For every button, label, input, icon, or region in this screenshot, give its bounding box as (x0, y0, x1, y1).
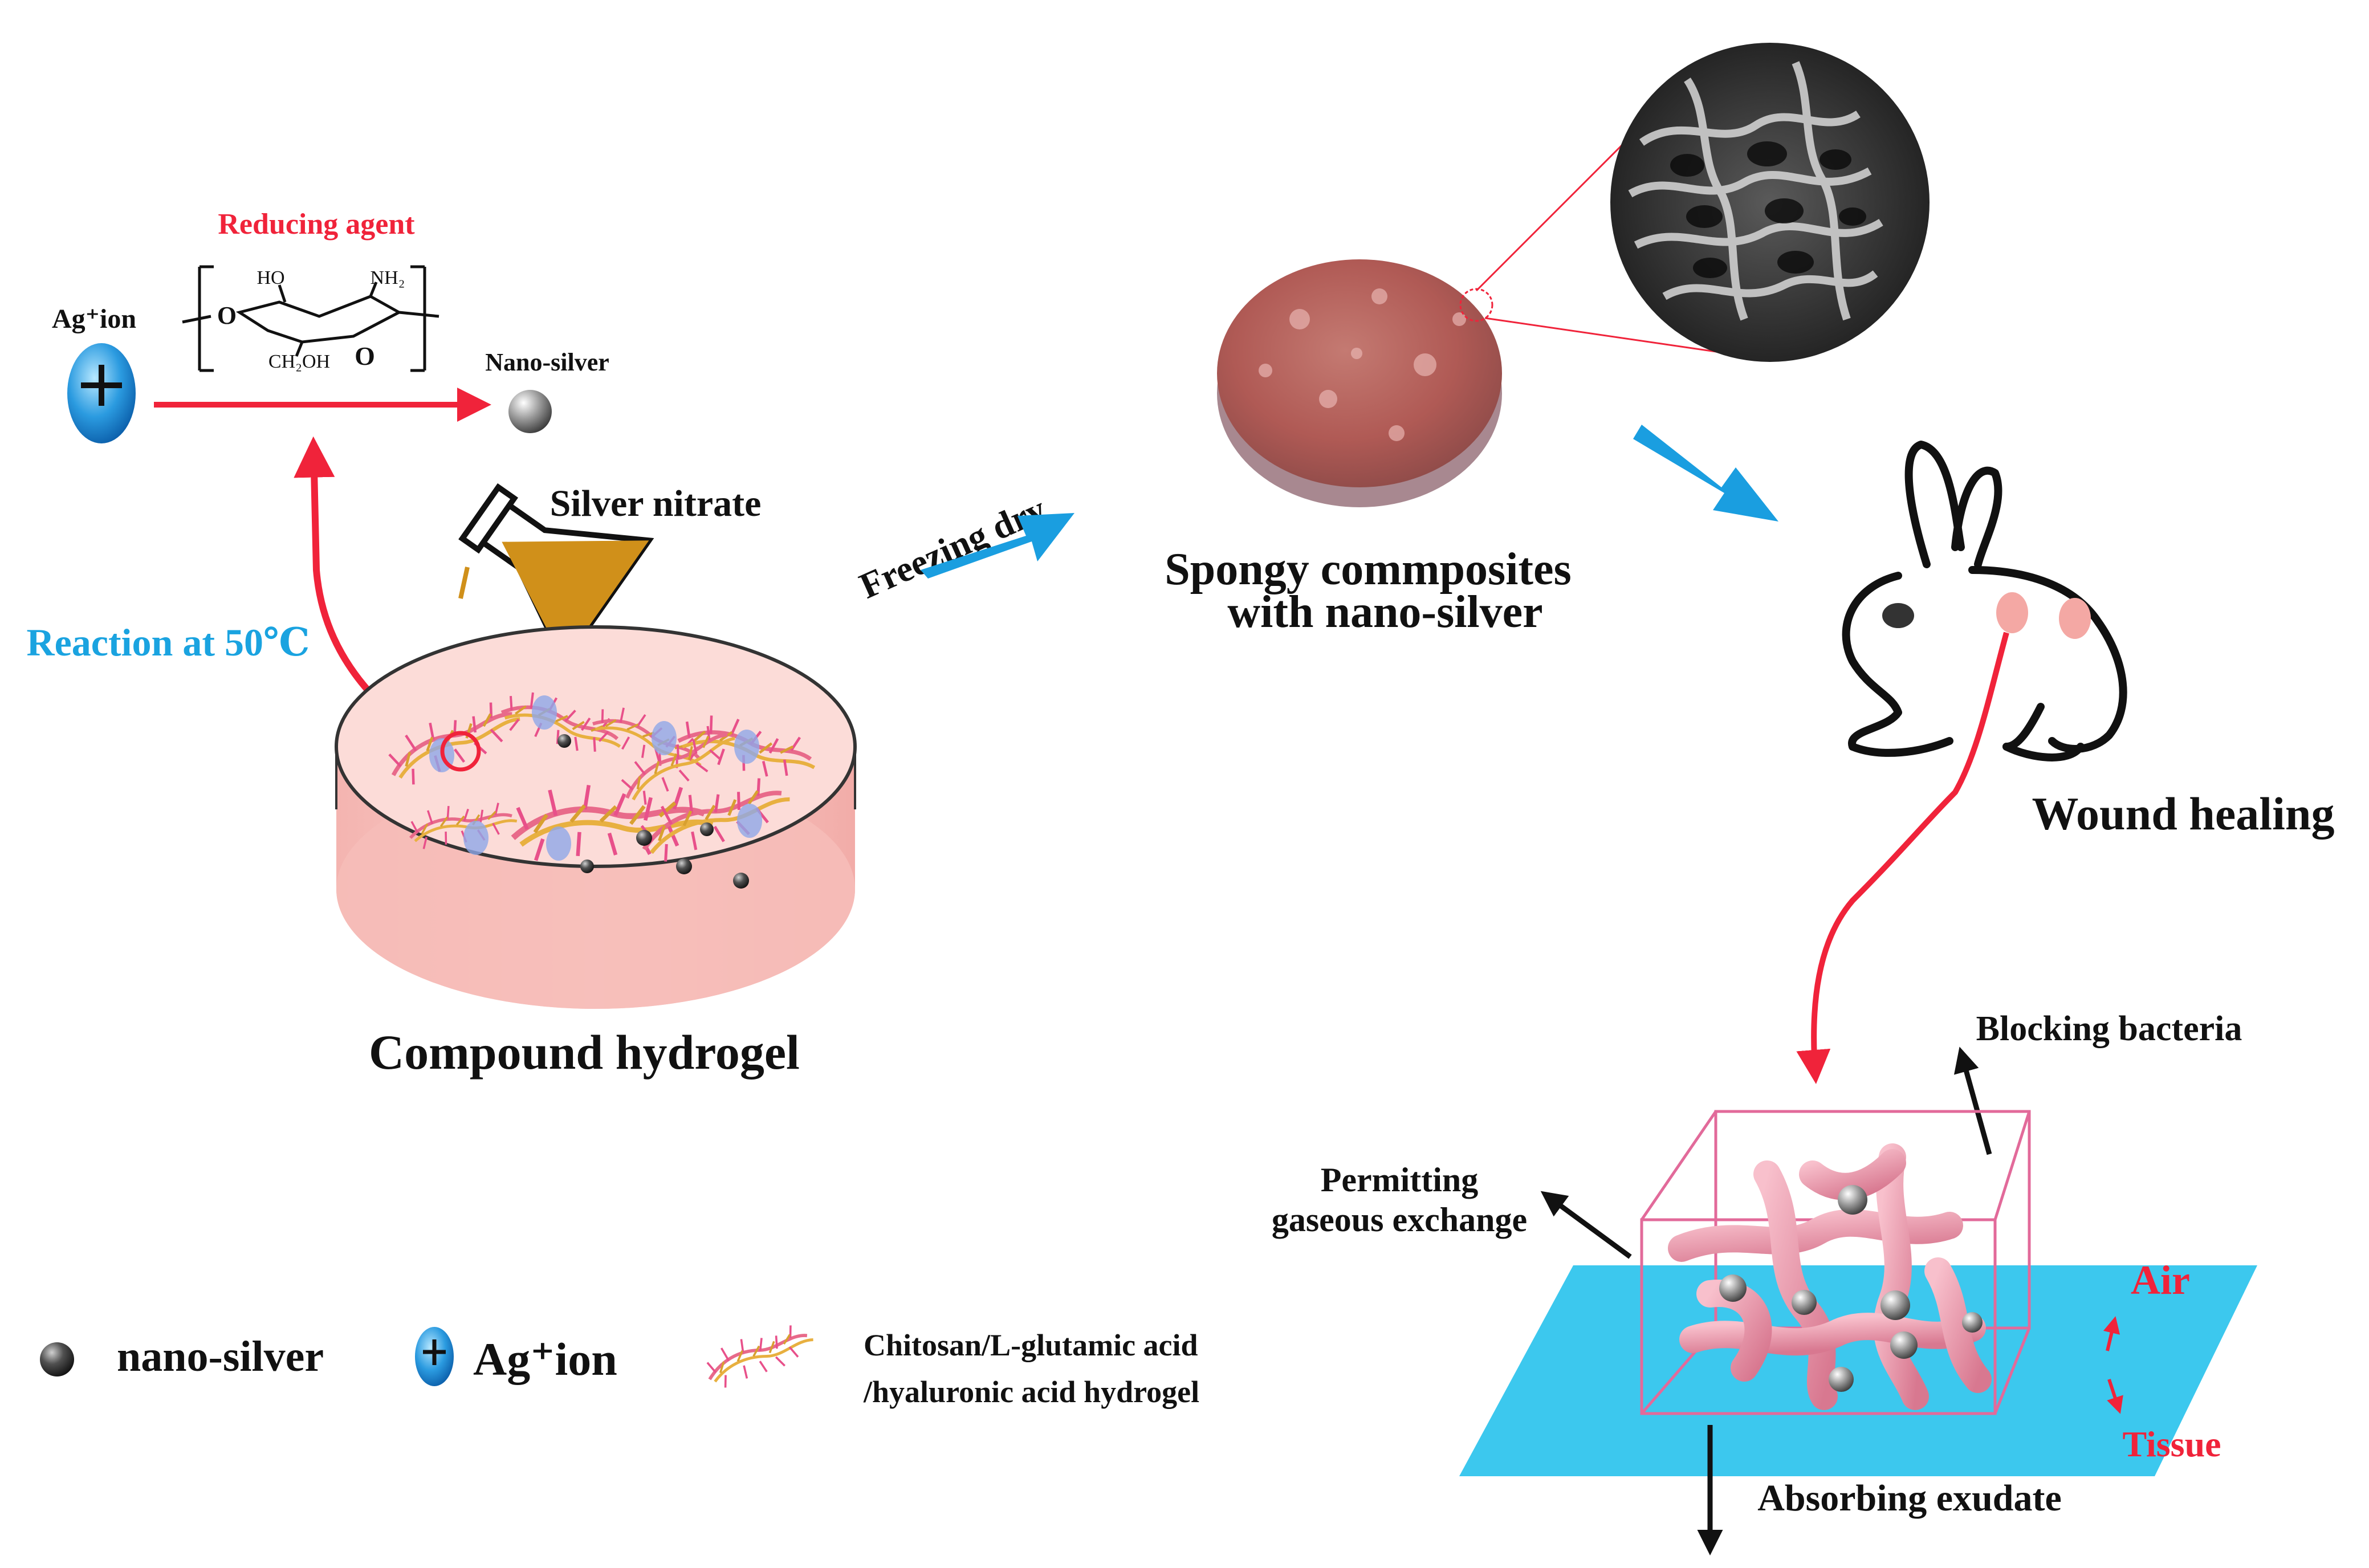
legend-nano-silver-label: nano-silver (117, 1333, 324, 1380)
sponge-disk (1217, 259, 1502, 507)
freezing-dry-label: Freezing dry (853, 488, 1052, 606)
wound-healing-label: Wound healing (2032, 788, 2335, 840)
chitosan-structure (182, 265, 439, 372)
rabbit-to-scaffold-arrow (1796, 632, 2009, 1084)
rabbit-wound-2 (2059, 598, 2091, 639)
legend-ag-ion-label: Ag⁺ion (473, 1333, 617, 1385)
legend-hydrogel-line1: Chitosan/L-glutamic acid (864, 1328, 1198, 1362)
dish-nano-silver (557, 734, 749, 889)
rabbit-icon (1842, 441, 2127, 761)
dish-ions (429, 695, 762, 861)
reaction-site-circle (440, 731, 481, 772)
freezing-blue-arrow (921, 513, 1074, 579)
to-rabbit-blue-arrow (1633, 425, 1778, 522)
rabbit-wound-1 (1996, 592, 2028, 633)
chem-ring-o-label: O (355, 341, 375, 370)
tissue-label: Tissue (2122, 1424, 2221, 1464)
compound-hydrogel-label: Compound hydrogel (369, 1025, 800, 1080)
ag-ion-top-label: Ag⁺ion (52, 304, 136, 334)
blocking-bacteria-label: Blocking bacteria (1976, 1009, 2242, 1048)
absorbing-exudate-label: Absorbing exudate (1757, 1477, 2062, 1519)
tissue-arrow (2107, 1379, 2123, 1414)
legend: nano-silver Ag⁺ion Chitosan/L-glutamic a… (40, 1314, 1199, 1409)
spongy-label-line2: with nano-silver (1227, 587, 1542, 637)
zoom-line-top (1475, 124, 1643, 292)
legend-hydrogel-line2: /hyaluronic acid hydrogel (863, 1375, 1199, 1409)
rabbit-eye (1882, 603, 1914, 628)
reducing-agent-label: Reducing agent (218, 208, 415, 241)
air-tissue-plane (1459, 1265, 2257, 1476)
permitting-label-line2: gaseous exchange (1272, 1201, 1527, 1239)
gas-exchange-arrow (1540, 1191, 1632, 1259)
chem-nh2-label: NH₂ (371, 267, 405, 288)
flask-icon (458, 483, 654, 668)
permitting-label-line1: Permitting (1321, 1161, 1479, 1199)
legend-plus-ion-icon (415, 1327, 454, 1386)
scaffold-nano-silver (1719, 1185, 1983, 1392)
chem-o-label: O (217, 302, 237, 329)
spongy-label-line1: Spongy commposites (1165, 544, 1571, 594)
nano-sphere-icon (508, 390, 552, 433)
legend-nano-sphere-icon (40, 1342, 74, 1376)
plus-ion-icon (67, 343, 136, 443)
petri-dish (335, 625, 857, 1009)
reaction-temp-label: Reaction at 50℃ (27, 621, 310, 664)
silver-nitrate-label: Silver nitrate (550, 483, 762, 524)
zoom-origin-circle (1459, 288, 1493, 322)
air-arrow (2103, 1316, 2120, 1351)
chem-ho-label: HO (257, 267, 284, 288)
blocking-bacteria-arrow (1953, 1046, 1992, 1155)
sem-image (1610, 43, 1930, 362)
nano-silver-top-label: Nano-silver (485, 348, 609, 376)
air-label: Air (2131, 1257, 2190, 1303)
legend-hydrogel-fiber-icon (700, 1314, 818, 1394)
chem-ch2oh-label: CH₂OH (268, 351, 330, 372)
